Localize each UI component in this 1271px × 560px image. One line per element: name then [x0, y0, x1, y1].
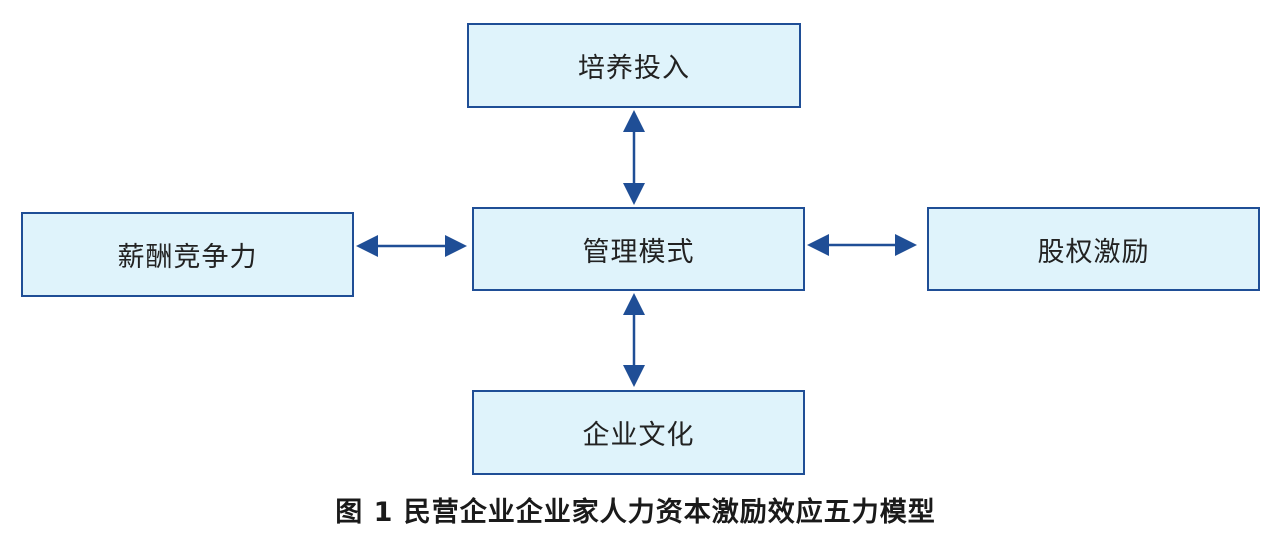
node-equity-incentive: 股权激励 — [927, 207, 1260, 291]
node-training-investment: 培养投入 — [467, 23, 801, 108]
arrow-center-top-group — [623, 110, 645, 205]
node-management-mode: 管理模式 — [472, 207, 805, 291]
node-training-investment-label: 培养投入 — [578, 53, 690, 84]
node-corporate-culture-label: 企业文化 — [582, 420, 695, 451]
arrow-left-center — [356, 235, 467, 257]
node-equity-incentive-label: 股权激励 — [1037, 236, 1150, 268]
node-corporate-culture: 企业文化 — [472, 390, 805, 475]
node-salary-competitiveness-label: 薪酬竞争力 — [117, 242, 258, 273]
node-salary-competitiveness: 薪酬竞争力 — [21, 212, 354, 297]
arrow-center-bottom — [623, 293, 645, 387]
node-management-mode-label: 管理模式 — [582, 236, 695, 268]
arrow-center-right — [807, 234, 917, 256]
figure-caption: 图 1 民营企业企业家人力资本激励效应五力模型 — [335, 497, 936, 528]
